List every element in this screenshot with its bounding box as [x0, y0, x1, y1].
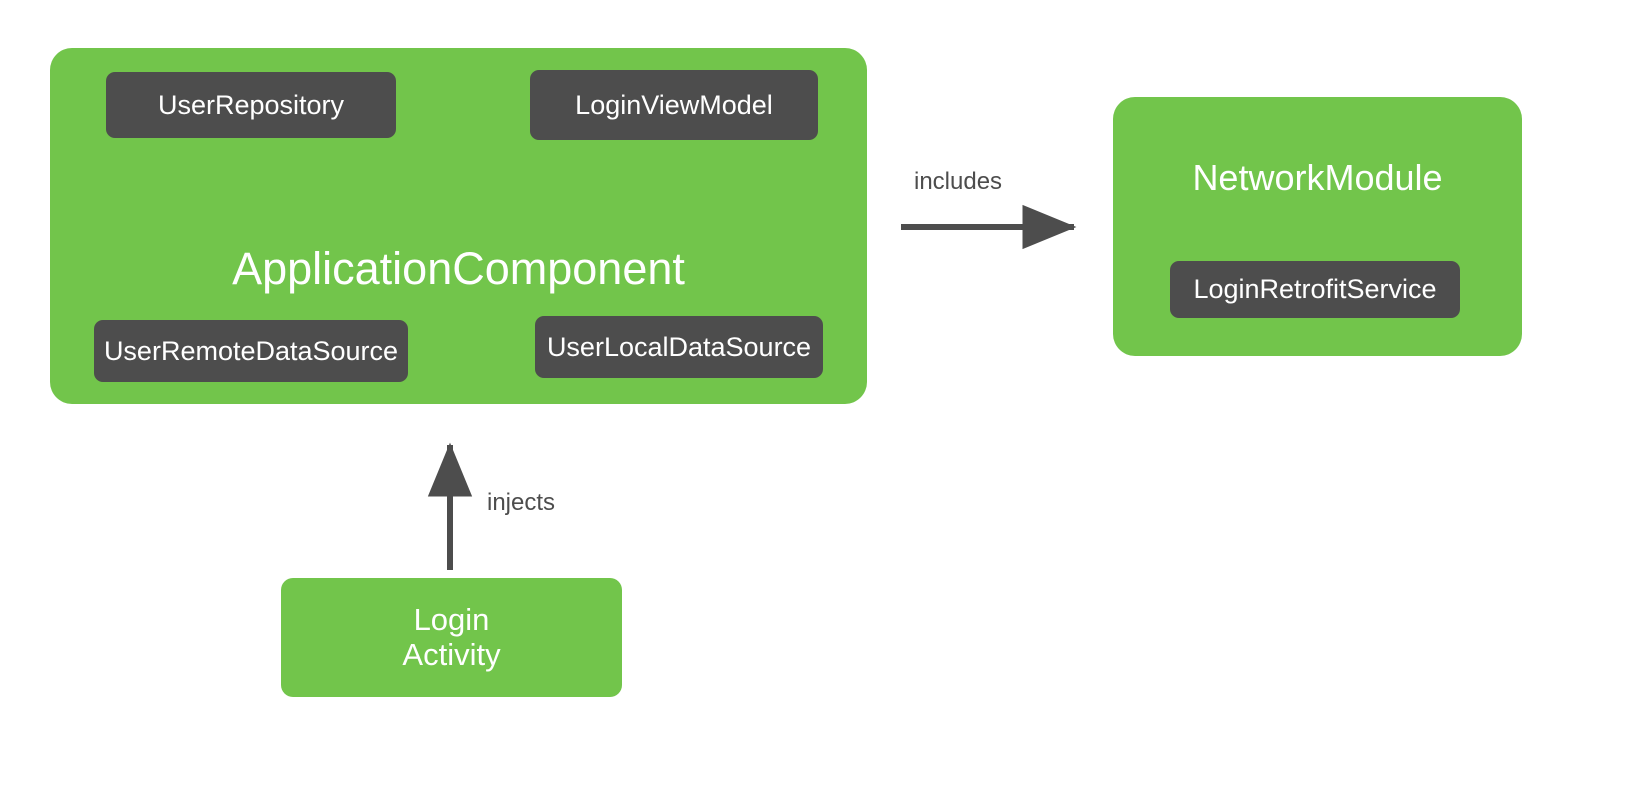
chip-user-remote-data-source-label: UserRemoteDataSource	[103, 335, 399, 366]
chip-login-view-model[interactable]: LoginViewModel	[530, 70, 818, 140]
application-component-title: ApplicationComponent	[232, 243, 685, 294]
chip-login-view-model-label: LoginViewModel	[575, 89, 773, 120]
chip-login-retrofit-service-label: LoginRetrofitService	[1193, 274, 1437, 305]
login-activity-label-line1: Login	[413, 601, 490, 637]
login-activity-node[interactable]: Login Activity	[281, 578, 622, 697]
network-module-title: NetworkModule	[1192, 157, 1443, 198]
chip-login-retrofit-service[interactable]: LoginRetrofitService	[1170, 261, 1460, 318]
chip-user-local-data-source[interactable]: UserLocalDataSource	[535, 316, 823, 378]
chip-user-remote-data-source[interactable]: UserRemoteDataSource	[94, 320, 408, 382]
chip-user-local-data-source-label: UserLocalDataSource	[546, 331, 812, 362]
chip-user-repository[interactable]: UserRepository	[106, 72, 396, 138]
injects-edge-label: injects	[487, 489, 556, 516]
login-activity-label-line2: Activity	[402, 636, 501, 672]
includes-edge-label: includes	[914, 168, 1003, 195]
chip-user-repository-label: UserRepository	[157, 89, 345, 120]
